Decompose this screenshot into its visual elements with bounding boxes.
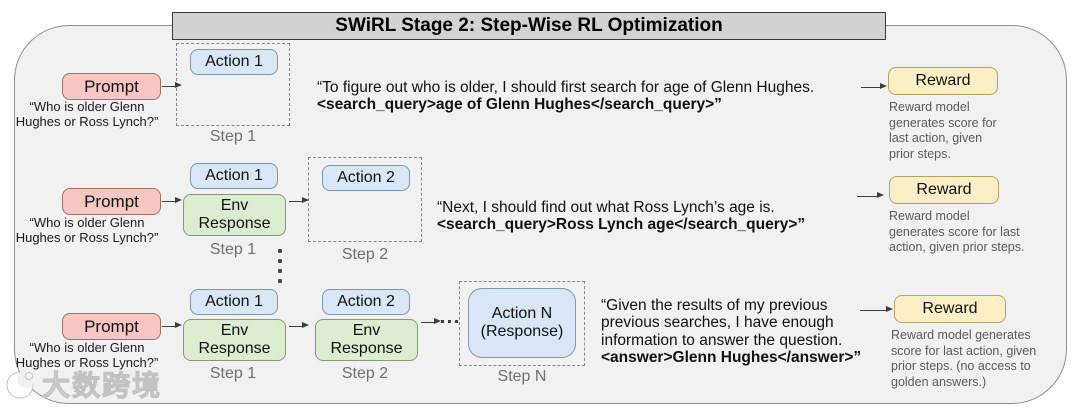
row3-reward-caption: Reward model generates score for last ac… — [891, 328, 1037, 389]
row3-thought-text: “Given the results of my previous previo… — [601, 279, 881, 384]
row3-stepN-label: Step N — [497, 368, 547, 385]
row3-stepN-dashed-box — [459, 281, 585, 366]
arrow-icon — [162, 197, 182, 204]
dotted-connector-icon — [441, 320, 458, 323]
row3-thought-tag: <answer>Glenn Hughes</answer>” — [601, 349, 862, 366]
arrow-icon — [289, 322, 309, 329]
row1-thought-text: “To figure out who is older, I should fi… — [317, 61, 877, 131]
row2-prompt-box: Prompt — [62, 188, 161, 215]
row2-step2-label: Step 2 — [341, 246, 389, 263]
row3-step1-label: Step 1 — [209, 365, 257, 382]
row3-prompt-box: Prompt — [62, 313, 161, 340]
row3-action2-box: Action 2 — [322, 289, 410, 315]
row2-action1-box: Action 1 — [190, 163, 278, 189]
row2-reward-box: Reward — [889, 176, 999, 204]
figure-title: SWiRL Stage 2: Step-Wise RL Optimization — [172, 12, 886, 40]
row1-thought-line1: “To figure out who is older, I should fi… — [317, 78, 815, 96]
arrow-icon — [289, 197, 309, 204]
row2-action2-box: Action 2 — [322, 165, 410, 191]
row1-action1-box: Action 1 — [190, 49, 278, 75]
row2-thought-line1: “Next, I should find out what Ross Lynch… — [437, 198, 775, 216]
vertical-ellipsis-icon — [278, 249, 282, 253]
row3-actionN-box: Action N (Response) — [468, 288, 576, 358]
row1-reward-box: Reward — [888, 67, 998, 95]
arrow-icon — [162, 82, 182, 89]
row1-prompt-quote: “Who is older Glenn Hughes or Ross Lynch… — [15, 99, 159, 129]
row3-reward-box: Reward — [894, 295, 1006, 323]
row3-step2-label: Step 2 — [341, 365, 389, 382]
arrow-icon — [860, 306, 893, 313]
row2-thought-text: “Next, I should find out what Ross Lynch… — [437, 181, 867, 251]
row3-env-response2-box: Env Response — [315, 319, 418, 361]
row1-thought-tag: <search_query>age of Glenn Hughes</searc… — [317, 96, 722, 113]
row3-prompt-quote: “Who is older Glenn Hughes or Ross Lynch… — [15, 340, 159, 370]
row1-step1-label: Step 1 — [209, 128, 257, 145]
row1-prompt-box: Prompt — [62, 73, 161, 100]
row2-env-response-box: Env Response — [183, 194, 286, 236]
row2-thought-tag: <search_query>Ross Lynch age</search_que… — [437, 216, 806, 233]
row2-reward-caption: Reward model generates score for last ac… — [889, 209, 1025, 254]
arrow-icon — [162, 322, 182, 329]
row1-reward-caption: Reward model generates score for last ac… — [889, 100, 997, 161]
row3-thought-line1: “Given the results of my previous previo… — [601, 296, 843, 349]
row3-env-response1-box: Env Response — [183, 319, 286, 361]
arrow-icon — [421, 318, 441, 325]
arrow-icon — [861, 83, 887, 90]
row2-prompt-quote: “Who is older Glenn Hughes or Ross Lynch… — [15, 215, 159, 245]
row3-action1-box: Action 1 — [190, 289, 278, 315]
row2-step1-label: Step 1 — [209, 241, 257, 258]
arrow-icon — [857, 192, 884, 199]
